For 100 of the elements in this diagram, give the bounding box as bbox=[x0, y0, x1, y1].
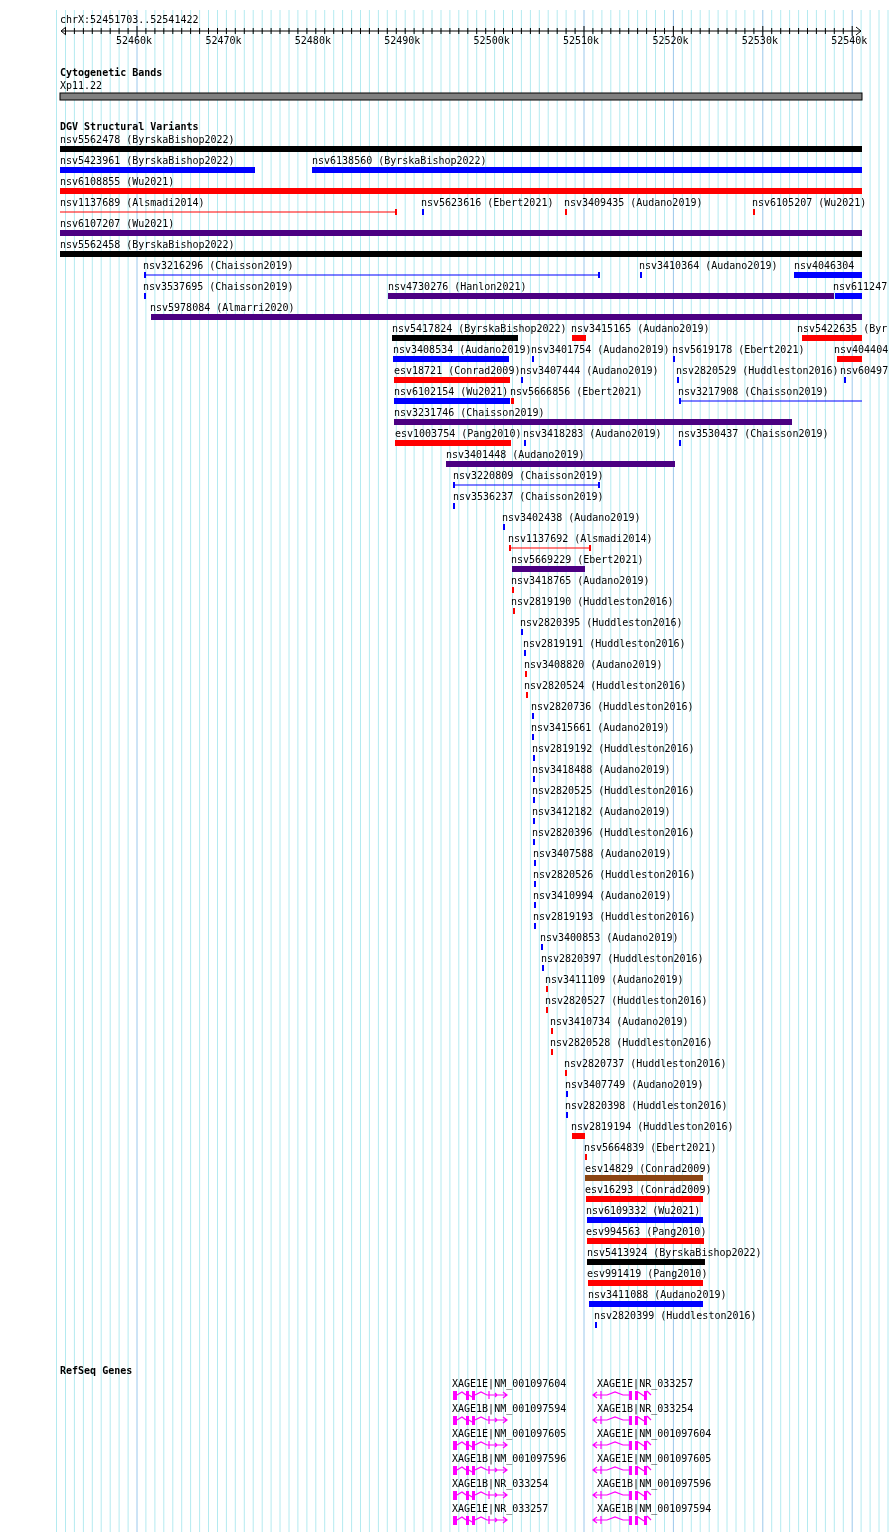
coordinate-range-label: chrX:52451703..52541422 bbox=[60, 14, 199, 26]
variant-label: esv18721 (Conrad2009) bbox=[394, 365, 521, 377]
variant-label: nsv3401754 (Audano2019) bbox=[531, 344, 670, 356]
variant-label: nsv5562458 (ByrskaBishop2022) bbox=[60, 239, 235, 251]
gene-label: XAGE1E|NM_001097605 bbox=[597, 1453, 712, 1465]
gene-label: XAGE1E|NR_033257 bbox=[452, 1503, 549, 1515]
variant-label: nsv2820397 (Huddleston2016) bbox=[541, 953, 704, 965]
variant-label: nsv5619178 (Ebert2021) bbox=[672, 344, 805, 356]
variant-label: nsv5669229 (Ebert2021) bbox=[511, 554, 644, 566]
variant-label: esv16293 (Conrad2009) bbox=[585, 1184, 712, 1196]
variant-label: esv994563 (Pang2010) bbox=[586, 1226, 707, 1238]
variant-label: nsv3415661 (Audano2019) bbox=[531, 722, 670, 734]
variant-label: nsv6108855 (Wu2021) bbox=[60, 176, 175, 188]
variant-label: nsv2820398 (Huddleston2016) bbox=[565, 1100, 728, 1112]
variant-label: nsv3408534 (Audano2019) bbox=[393, 344, 532, 356]
variant-label: nsv3217908 (Chaisson2019) bbox=[678, 386, 829, 398]
gene-label: XAGE1B|NR_033254 bbox=[597, 1403, 694, 1415]
variant-label: nsv2819192 (Huddleston2016) bbox=[532, 743, 695, 755]
variant-label: nsv3231746 (Chaisson2019) bbox=[394, 407, 545, 419]
axis-tick-label: 52470k bbox=[205, 35, 242, 47]
variant-label: nsv2820737 (Huddleston2016) bbox=[564, 1058, 727, 1070]
variant-label: nsv3407588 (Audano2019) bbox=[533, 848, 672, 860]
variant-label: esv1003754 (Pang2010) bbox=[395, 428, 522, 440]
variant-label: nsv2820529 (Huddleston2016) bbox=[676, 365, 839, 377]
variant-label: nsv3537695 (Chaisson2019) bbox=[143, 281, 294, 293]
variant-label: nsv3536237 (Chaisson2019) bbox=[453, 491, 604, 503]
variant-label: nsv1137692 (Alsmadi2014) bbox=[508, 533, 653, 545]
variant-label: nsv3408820 (Audano2019) bbox=[524, 659, 663, 671]
track-title: Cytogenetic Bands bbox=[60, 67, 163, 79]
variant-label: nsv3418488 (Audano2019) bbox=[532, 764, 671, 776]
variant-label: nsv5666856 (Ebert2021) bbox=[510, 386, 643, 398]
variant-label: nsv3418765 (Audano2019) bbox=[511, 575, 650, 587]
gene-label: XAGE1E|NR_033257 bbox=[597, 1378, 694, 1390]
gene-label: XAGE1B|NM_001097594 bbox=[597, 1503, 712, 1515]
variant-label: nsv2819194 (Huddleston2016) bbox=[571, 1121, 734, 1133]
variant-label: nsv1137689 (Alsmadi2014) bbox=[60, 197, 205, 209]
variant-label: nsv5623616 (Ebert2021) bbox=[421, 197, 554, 209]
variant-label: nsv611247 bbox=[833, 281, 888, 293]
gene-label: XAGE1E|NM_001097604 bbox=[597, 1428, 712, 1440]
variant-label: nsv404404 bbox=[834, 344, 889, 356]
variant-label: nsv2820525 (Huddleston2016) bbox=[532, 785, 695, 797]
axis-tick-label: 52460k bbox=[116, 35, 153, 47]
variant-label: nsv5417824 (ByrskaBishop2022) bbox=[392, 323, 567, 335]
variant-label: nsv6109332 (Wu2021) bbox=[586, 1205, 701, 1217]
gene-label: XAGE1B|NM_001097596 bbox=[452, 1453, 567, 1465]
variant-label: nsv3409435 (Audano2019) bbox=[564, 197, 703, 209]
variant-label: nsv5978084 (Almarri2020) bbox=[150, 302, 295, 314]
variant-label: nsv2819193 (Huddleston2016) bbox=[533, 911, 696, 923]
gene-label: XAGE1E|NM_001097605 bbox=[452, 1428, 567, 1440]
variant-label: nsv3411088 (Audano2019) bbox=[588, 1289, 727, 1301]
variant-label: nsv5422635 (Byr bbox=[797, 323, 888, 335]
variant-label: nsv3216296 (Chaisson2019) bbox=[143, 260, 294, 272]
variant-label: nsv6138560 (ByrskaBishop2022) bbox=[312, 155, 487, 167]
variant-label: nsv3411109 (Audano2019) bbox=[545, 974, 684, 986]
variant-label: nsv2820524 (Huddleston2016) bbox=[524, 680, 687, 692]
axis-tick-label: 52490k bbox=[384, 35, 421, 47]
variant-label: nsv3412182 (Audano2019) bbox=[532, 806, 671, 818]
variant-label: nsv3410734 (Audano2019) bbox=[550, 1016, 689, 1028]
variant-label: nsv3407444 (Audano2019) bbox=[520, 365, 659, 377]
gene-label: XAGE1E|NM_001097604 bbox=[452, 1378, 567, 1390]
variant-label: nsv2820396 (Huddleston2016) bbox=[532, 827, 695, 839]
variant-label: nsv2820395 (Huddleston2016) bbox=[520, 617, 683, 629]
variant-label: nsv5413924 (ByrskaBishop2022) bbox=[587, 1247, 762, 1259]
variant-label: nsv3407749 (Audano2019) bbox=[565, 1079, 704, 1091]
gene-label: XAGE1B|NR_033254 bbox=[452, 1478, 549, 1490]
variant-label: nsv5664839 (Ebert2021) bbox=[584, 1142, 717, 1154]
variant-label: nsv6107207 (Wu2021) bbox=[60, 218, 175, 230]
cytoband-label: Xp11.22 bbox=[60, 80, 103, 92]
variant-label: nsv5562478 (ByrskaBishop2022) bbox=[60, 134, 235, 146]
variant-label: nsv6102154 (Wu2021) bbox=[394, 386, 509, 398]
variant-label: nsv60497 bbox=[840, 365, 889, 377]
variant-label: nsv2820528 (Huddleston2016) bbox=[550, 1037, 713, 1049]
track-title: DGV Structural Variants bbox=[60, 121, 199, 133]
variant-label: nsv4046304 bbox=[794, 260, 855, 272]
variant-label: nsv3410364 (Audano2019) bbox=[639, 260, 778, 272]
variant-label: nsv6105207 (Wu2021) bbox=[752, 197, 867, 209]
variant-label: nsv2819191 (Huddleston2016) bbox=[523, 638, 686, 650]
variant-label: nsv3401448 (Audano2019) bbox=[446, 449, 585, 461]
variant-label: nsv2820526 (Huddleston2016) bbox=[533, 869, 696, 881]
variant-label: esv991419 (Pang2010) bbox=[587, 1268, 708, 1280]
variant-label: nsv2820736 (Huddleston2016) bbox=[531, 701, 694, 713]
variant-label: nsv2820527 (Huddleston2016) bbox=[545, 995, 708, 1007]
variant-label: nsv4730276 (Hanlon2021) bbox=[388, 281, 527, 293]
track-title: RefSeq Genes bbox=[60, 1365, 133, 1377]
axis-tick-label: 52500k bbox=[473, 35, 510, 47]
variant-label: nsv3220809 (Chaisson2019) bbox=[453, 470, 604, 482]
variant-label: nsv3418283 (Audano2019) bbox=[523, 428, 662, 440]
gene-label: XAGE1B|NM_001097596 bbox=[597, 1478, 712, 1490]
axis-tick-label: 52510k bbox=[563, 35, 600, 47]
variant-label: nsv5423961 (ByrskaBishop2022) bbox=[60, 155, 235, 167]
variant-label: nsv2820399 (Huddleston2016) bbox=[594, 1310, 757, 1322]
variant-label: nsv3415165 (Audano2019) bbox=[571, 323, 710, 335]
variant-label: esv14829 (Conrad2009) bbox=[585, 1163, 712, 1175]
variant-label: nsv2819190 (Huddleston2016) bbox=[511, 596, 674, 608]
variant-label: nsv3402438 (Audano2019) bbox=[502, 512, 641, 524]
axis-tick-label: 52480k bbox=[294, 35, 331, 47]
axis-tick-label: 52540k bbox=[831, 35, 868, 47]
gene-label: XAGE1B|NM_001097594 bbox=[452, 1403, 567, 1415]
variant-label: nsv3400853 (Audano2019) bbox=[540, 932, 679, 944]
variant-label: nsv3530437 (Chaisson2019) bbox=[678, 428, 829, 440]
